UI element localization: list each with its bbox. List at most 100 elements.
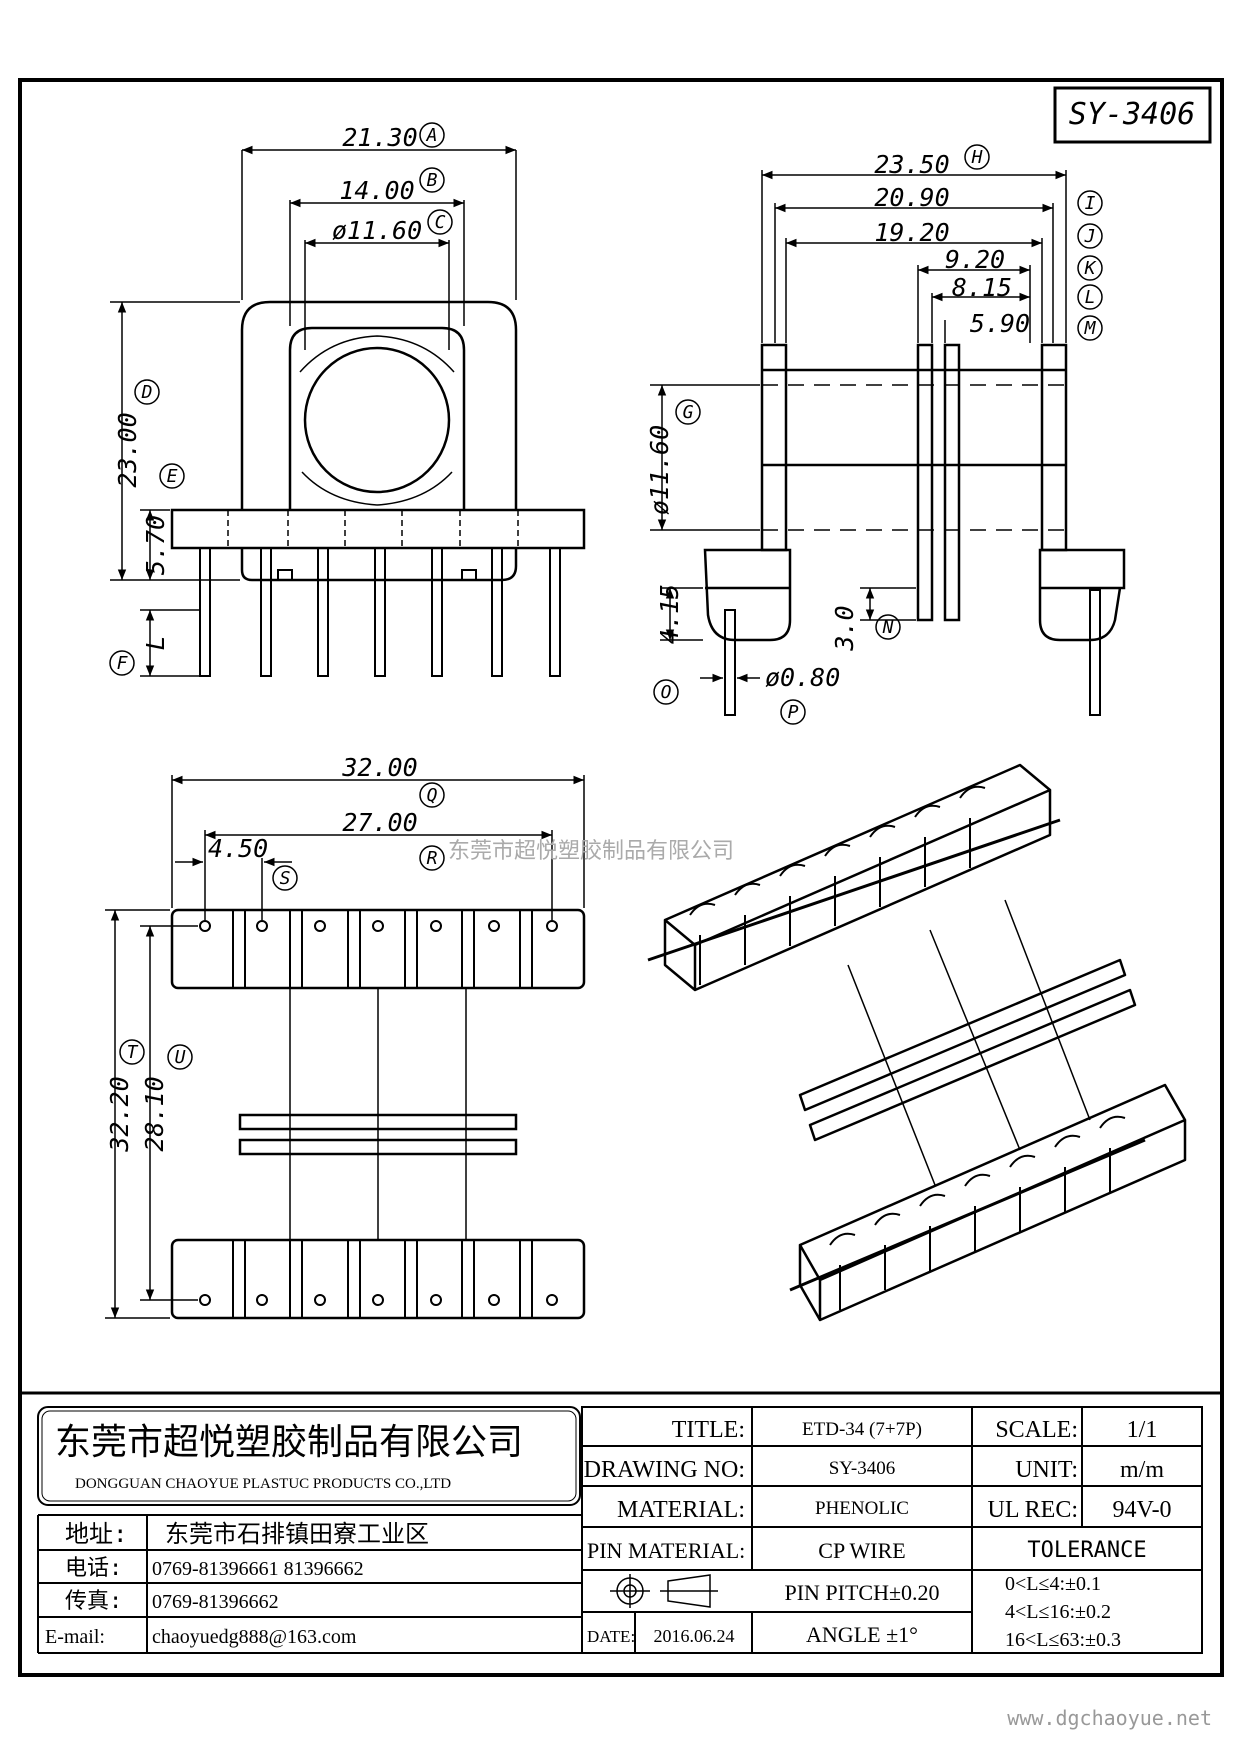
- footer-url: www.dgchaoyue.net: [1007, 1706, 1212, 1730]
- dim-bottom-4-50: 4.50: [208, 834, 268, 863]
- letter-j: J: [1084, 226, 1096, 247]
- fax-label: 传真:: [65, 1589, 122, 1614]
- address-value: 东莞市石排镇田寮工业区: [165, 1520, 429, 1548]
- outer-frame: [18, 78, 1224, 1677]
- email-value: chaoyuedg888@163.com: [152, 1626, 357, 1648]
- angle-tolerance: ANGLE ±1°: [806, 1622, 918, 1647]
- bottom-view: [105, 775, 586, 1320]
- letter-c: C: [435, 212, 446, 233]
- title-block: [20, 1391, 1222, 1654]
- letter-t: T: [127, 1042, 139, 1063]
- side-right-foot: [1038, 548, 1126, 642]
- bottom-view-letters: [119, 782, 445, 1070]
- side-right-wall: [1040, 343, 1068, 552]
- dim-side-8-15: 8.15: [952, 273, 1012, 302]
- drawing-code-box: SY-3406: [1053, 86, 1212, 144]
- dim-side-5-90: 5.90: [970, 309, 1030, 338]
- iso-bottom-pin: [789, 1138, 1146, 1292]
- letter-k: K: [1084, 258, 1097, 279]
- side-view-labels: 23.50 20.90 19.20 9.20 8.15 5.90 ø11.60 …: [645, 150, 1030, 692]
- title-block-text: 东莞市超悦塑胶制品有限公司 DONGGUAN CHAOYUE PLASTUC P…: [45, 1417, 1172, 1651]
- material-value: PHENOLIC: [815, 1498, 909, 1519]
- fax-value: 0769-81396662: [152, 1591, 279, 1613]
- letter-g: G: [683, 402, 694, 423]
- side-left-wall: [760, 343, 788, 552]
- letter-s: S: [280, 868, 291, 889]
- iso-top-pin: [647, 818, 1061, 962]
- side-center-flange-right: [943, 343, 961, 622]
- material-label: MATERIAL:: [617, 1497, 745, 1523]
- side-center-flange-left: [916, 343, 934, 622]
- dim-bottom-32-20: 32.20: [105, 1076, 134, 1152]
- dim-front-pin-length: L: [141, 635, 170, 650]
- unit-label: UNIT:: [1015, 1457, 1078, 1483]
- phone-label: 电话:: [65, 1556, 122, 1581]
- bottom-dividers: [232, 910, 533, 1318]
- front-outline: [240, 300, 518, 510]
- iso-center-flange-1: [798, 958, 1127, 1112]
- letter-p: P: [788, 702, 799, 723]
- ul-rec-value: 94V-0: [1112, 1497, 1171, 1523]
- iso-top-rail: [663, 763, 1052, 992]
- side-view: [650, 170, 1126, 716]
- iso-bottom-rail: [798, 1083, 1187, 1322]
- company-name-en: DONGGUAN CHAOYUE PLASTUC PRODUCTS CO.,LT…: [75, 1476, 451, 1492]
- front-pins: [199, 547, 561, 677]
- letter-l: L: [1085, 287, 1096, 308]
- scale-label: SCALE:: [995, 1417, 1078, 1443]
- front-view: [110, 145, 586, 677]
- dim-side-9-20: 9.20: [945, 245, 1005, 274]
- letter-r: R: [427, 848, 438, 869]
- side-view-letters: [653, 144, 1103, 725]
- drawing-no-label: DRAWING NO:: [584, 1457, 745, 1483]
- ul-rec-label: UL REC:: [988, 1497, 1078, 1523]
- dim-side-23-50: 23.50: [874, 150, 949, 179]
- dim-bottom-28-10: 28.10: [140, 1076, 169, 1151]
- title-label: TITLE:: [672, 1417, 745, 1443]
- dim-bottom-32-00: 32.00: [341, 753, 417, 782]
- unit-value: m/m: [1120, 1457, 1164, 1483]
- dim-side-4-15: 4.15: [655, 584, 684, 644]
- dim-side-19-20: 19.20: [874, 218, 949, 247]
- dim-side-20-90: 20.90: [874, 183, 949, 212]
- letter-b: B: [427, 170, 438, 191]
- dim-side-pin-dia: ø0.80: [765, 663, 840, 692]
- front-view-labels: 21.30 14.00 ø11.60 23.00 5.70 L: [113, 123, 422, 651]
- date-label: DATE:: [587, 1627, 635, 1646]
- letter-d: D: [141, 382, 153, 403]
- pin-material-label: PIN MATERIAL:: [587, 1538, 745, 1563]
- front-inner-square: [288, 326, 466, 510]
- side-left-foot: [703, 548, 792, 642]
- front-bore: [303, 346, 451, 494]
- front-base-flange: [170, 508, 586, 550]
- tolerance-row-2: 4<L≤16:±0.2: [1005, 1601, 1111, 1623]
- letter-i: I: [1085, 193, 1096, 214]
- tolerance-row-1: 0<L≤4:±0.1: [1005, 1573, 1101, 1595]
- letter-u: U: [175, 1047, 186, 1068]
- letter-h: H: [971, 147, 983, 168]
- side-left-pin: [724, 609, 736, 716]
- email-label: E-mail:: [45, 1626, 105, 1648]
- letter-a: A: [426, 125, 438, 146]
- dim-front-inner: 14.00: [339, 176, 414, 205]
- company-name-cn: 东莞市超悦塑胶制品有限公司: [55, 1422, 523, 1463]
- scale-value: 1/1: [1127, 1417, 1158, 1443]
- watermark: 东莞市超悦塑胶制品有限公司: [448, 839, 734, 864]
- dim-front-flange: 5.70: [141, 515, 170, 575]
- pin-material-value: CP WIRE: [818, 1538, 905, 1563]
- tolerance-label: TOLERANCE: [1027, 1538, 1146, 1563]
- side-right-pin: [1089, 589, 1101, 716]
- tolerance-row-3: 16<L≤63:±0.3: [1005, 1629, 1121, 1651]
- dim-bottom-27-00: 27.00: [342, 808, 417, 837]
- dim-front-width: 21.30: [342, 123, 417, 152]
- projection-symbol-icon: [610, 1574, 718, 1608]
- dim-front-height: 23.00: [113, 412, 142, 487]
- dim-side-3-0: 3.0: [830, 605, 859, 651]
- date-value: 2016.06.24: [654, 1626, 735, 1646]
- letter-o: O: [661, 682, 672, 703]
- isometric-view: [647, 763, 1187, 1322]
- front-view-letters: [109, 122, 453, 676]
- address-label: 地址:: [65, 1520, 127, 1548]
- bottom-view-labels: 32.00 27.00 4.50 32.20 28.10: [105, 753, 418, 1153]
